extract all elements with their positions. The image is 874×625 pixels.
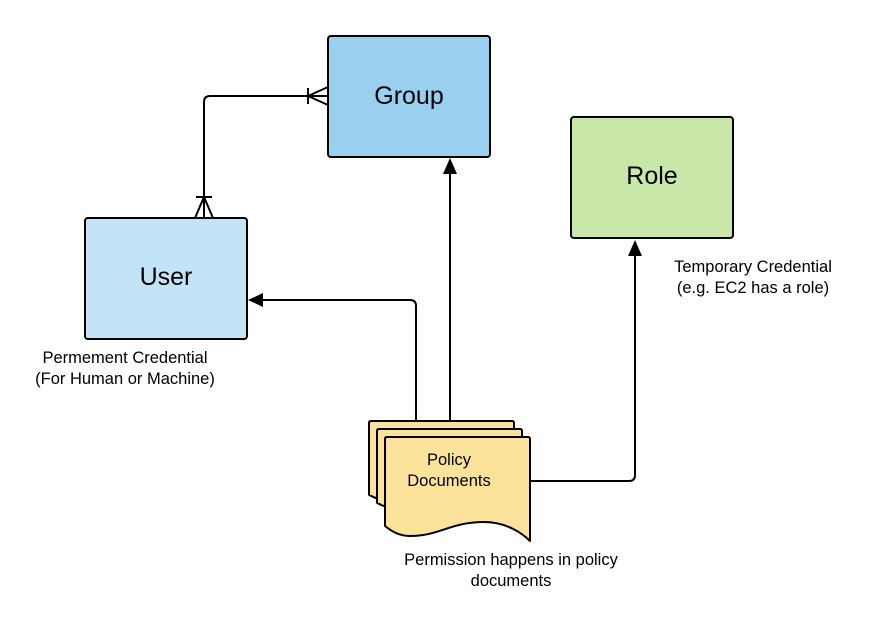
policy-caption-line-1: Permission happens in policy <box>404 551 618 569</box>
role-label: Role <box>626 162 677 190</box>
policy-to-user-arrowhead <box>248 293 263 307</box>
group-crowsfoot-marker <box>307 86 329 106</box>
role-caption-line-2: (e.g. EC2 has a role) <box>677 279 829 297</box>
role-caption-line-1: Temporary Credential <box>674 258 832 276</box>
role-node[interactable]: Role <box>570 116 734 239</box>
user-crowsfoot-marker <box>194 196 214 219</box>
policy-label-line-2: Documents <box>407 472 490 490</box>
user-node[interactable]: User <box>84 217 248 340</box>
group-node[interactable]: Group <box>327 35 491 158</box>
policy-to-group-arrowhead <box>443 158 457 174</box>
policy-documents-node[interactable]: Policy Documents <box>368 420 531 542</box>
user-caption-line-2: (For Human or Machine) <box>35 370 215 388</box>
group-label: Group <box>374 82 443 110</box>
role-box <box>570 116 734 239</box>
policy-caption-line-2: documents <box>471 572 552 590</box>
user-caption-line-1: Permement Credential <box>42 349 207 367</box>
user-group-relationship-line <box>203 95 328 218</box>
policy-label-line-1: Policy <box>427 451 472 469</box>
user-box <box>84 217 248 340</box>
group-box <box>327 35 491 158</box>
policy-to-role-arrowhead <box>628 240 642 256</box>
policy-to-role-arrow-line <box>530 255 636 482</box>
user-label: User <box>140 263 193 291</box>
policy-document-front-sheet <box>384 436 531 542</box>
policy-to-user-arrow-line <box>262 299 417 421</box>
